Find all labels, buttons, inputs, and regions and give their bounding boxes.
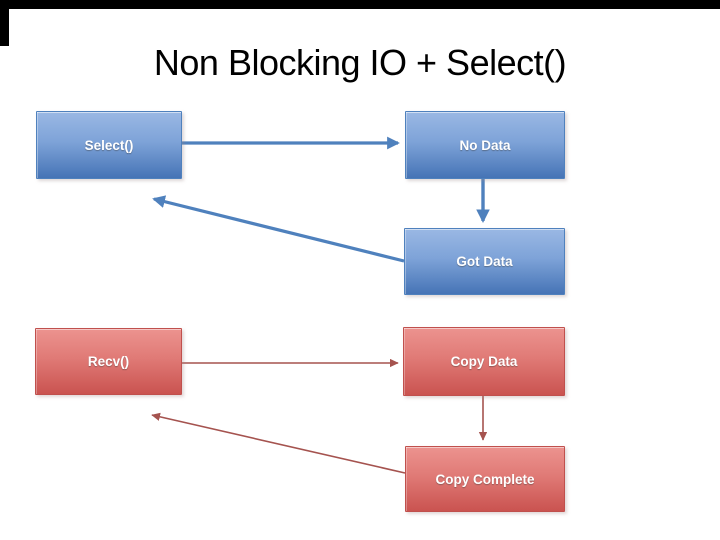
top-edge-bar: [0, 0, 720, 9]
edge-gotdata-to-select: [152, 195, 405, 263]
slide-title: Non Blocking IO + Select(): [153, 42, 567, 83]
node-copy-data: Copy Data: [403, 327, 565, 396]
node-copy-complete: Copy Complete: [405, 446, 565, 512]
edge-copycomplete-to-recv: [151, 412, 406, 474]
node-got-data: Got Data: [404, 228, 565, 295]
node-select: Select(): [36, 111, 182, 179]
node-no-data: No Data: [405, 111, 565, 179]
node-recv: Recv(): [35, 328, 182, 395]
left-edge-bar: [0, 0, 9, 46]
